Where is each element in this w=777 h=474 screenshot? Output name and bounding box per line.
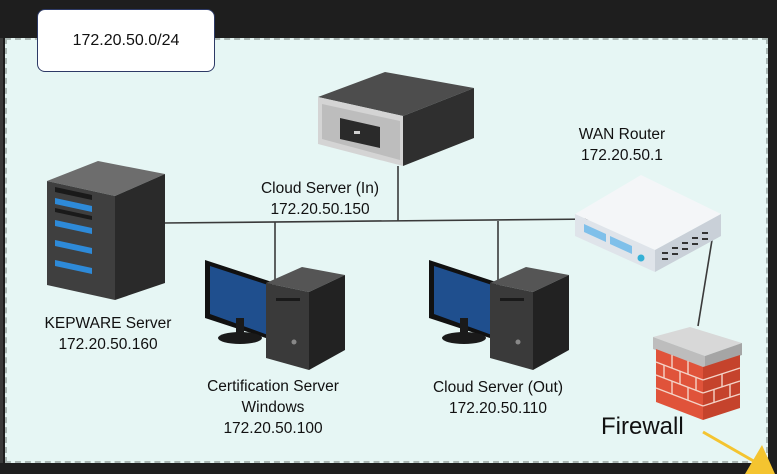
connection-lines	[162, 166, 713, 327]
cloud-server-in-label: Cloud Server (In) 172.20.50.150	[232, 178, 408, 220]
kepware-server-icon	[47, 161, 165, 300]
cloud-server-out-label: Cloud Server (Out) 172.20.50.110	[410, 377, 586, 419]
wan-router-label: WAN Router 172.20.50.1	[555, 124, 689, 166]
firewall-link	[697, 239, 713, 327]
cloud-server-out-workstation-icon	[429, 260, 569, 370]
wan-router-name: WAN Router	[578, 126, 666, 143]
firewall-icon	[653, 327, 742, 420]
wan-router-ip: 172.20.50.1	[581, 147, 663, 164]
cert-server-name: Certification Server	[207, 378, 339, 395]
cert-server-os: Windows	[241, 399, 305, 416]
wan-router-icon	[575, 175, 721, 272]
kepware-server-ip: 172.20.50.160	[58, 336, 158, 353]
cloud-server-out-name: Cloud Server (Out)	[432, 379, 564, 396]
canvas-scroll-edge	[0, 38, 3, 463]
arrow-icon	[702, 430, 775, 474]
cloud-server-in-name: Cloud Server (In)	[260, 180, 379, 197]
cloud-server-out-ip: 172.20.50.110	[449, 400, 547, 417]
cloud-server-in-ip: 172.20.50.150	[270, 201, 370, 218]
kepware-server-name: KEPWARE Server	[44, 315, 172, 332]
subnet-label-box: 172.20.50.0/24	[37, 9, 215, 72]
cert-server-workstation-icon	[205, 260, 345, 370]
cert-server-label: Certification Server Windows 172.20.50.1…	[180, 376, 366, 439]
cert-server-ip: 172.20.50.100	[223, 420, 323, 437]
kepware-server-label: KEPWARE Server 172.20.50.160	[20, 313, 196, 355]
subnet-label: 172.20.50.0/24	[72, 31, 180, 49]
cloud-server-in-icon	[318, 72, 474, 166]
firewall-label: Firewall	[601, 413, 684, 440]
backbone-line	[162, 218, 599, 224]
